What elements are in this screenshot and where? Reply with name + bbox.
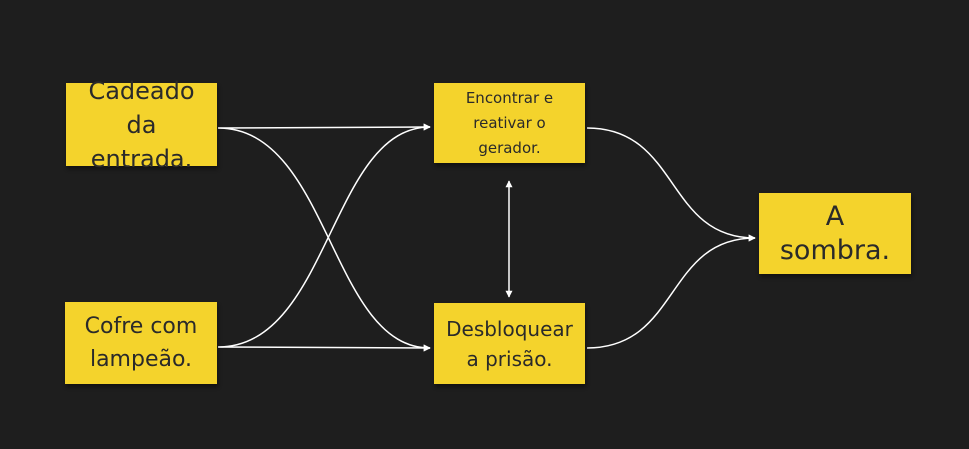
note-text-cadeado: Cadeado da entrada.: [88, 76, 195, 173]
connector-prisao-to-sombra[interactable]: [586, 234, 756, 349]
note-text-sombra: A sombra.: [779, 200, 891, 266]
connector-cofre-to-gerador[interactable]: [217, 123, 431, 348]
note-text-prisao: Desbloquear a prisão.: [446, 316, 573, 371]
connector-cofre-to-prisao[interactable]: [217, 344, 431, 352]
sticky-note-gerador[interactable]: Encontrar e reativar o gerador.: [434, 83, 585, 163]
sticky-note-prisao[interactable]: Desbloquear a prisão.: [434, 303, 585, 384]
connector-gerador-to-sombra[interactable]: [586, 127, 756, 242]
sticky-note-cadeado[interactable]: Cadeado da entrada.: [66, 77, 217, 173]
connector-cadeado-to-prisao[interactable]: [217, 127, 431, 352]
sticky-note-sombra[interactable]: A sombra.: [759, 193, 911, 274]
note-text-gerador: Encontrar e reativar o gerador.: [465, 88, 554, 157]
sticky-note-cofre[interactable]: Cofre com lampeão.: [65, 302, 217, 384]
note-text-cofre: Cofre com lampeão.: [84, 314, 198, 372]
connector-cadeado-to-gerador[interactable]: [217, 123, 431, 131]
